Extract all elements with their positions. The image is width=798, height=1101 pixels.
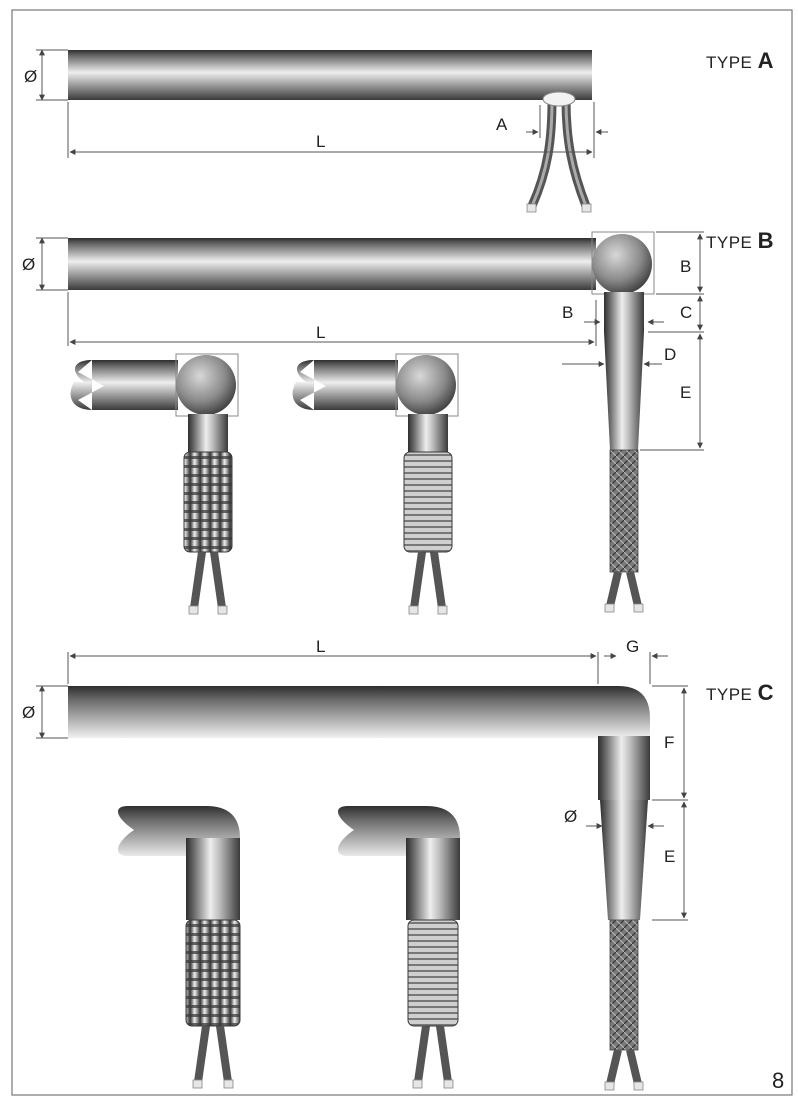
- type-b-length-label: L: [316, 323, 325, 342]
- type-b-diameter-label: Ø: [22, 255, 35, 274]
- page-number: 8: [772, 1068, 784, 1093]
- type-b-heater: [68, 231, 655, 613]
- type-b-tube: [68, 238, 596, 290]
- ribbed-armour-hose: [183, 451, 233, 553]
- type-a-dimensions: [36, 49, 608, 158]
- type-c-braided-hose: [609, 919, 639, 1051]
- type-a-title: TYPE A: [706, 48, 774, 73]
- type-a-heater: [68, 50, 592, 213]
- type-c-dim-e-label: E: [664, 847, 675, 866]
- type-a-tube: [68, 50, 592, 100]
- type-c-ribbed-armour-hose: [185, 919, 241, 1027]
- type-b-dim-d-label: D: [664, 345, 676, 364]
- type-b-tapered-sleeve: [604, 332, 644, 450]
- type-c-diameter-label: Ø: [22, 703, 35, 722]
- type-b-collar: [604, 292, 644, 332]
- type-b-dim-b-side-label: B: [562, 303, 573, 322]
- type-b-title: TYPE B: [706, 228, 774, 253]
- type-c-diameter-small-label: Ø: [564, 807, 577, 826]
- type-b-dim-e-label: E: [680, 383, 691, 402]
- fine-variant-elbow-ball: [396, 355, 456, 415]
- type-b-variant-fine-armour: [292, 353, 459, 615]
- type-c-fine-armour-hose: [407, 919, 459, 1027]
- type-c-dim-f-label: F: [664, 733, 674, 752]
- type-b-variant-ribbed-armour: [70, 353, 239, 615]
- type-a-lead-exit: [542, 91, 576, 107]
- type-b-elbow-ball: [592, 234, 652, 294]
- type-c-variant-ribbed-armour: [117, 806, 241, 1089]
- type-b-dim-b-label: B: [680, 257, 691, 276]
- type-c-title: TYPE C: [706, 680, 774, 705]
- type-c-heater: [68, 686, 650, 1091]
- fine-armour-hose: [403, 451, 453, 553]
- page-frame: [11, 9, 793, 1096]
- type-b-dim-c-label: C: [680, 303, 692, 322]
- type-c-dim-g-label: G: [626, 637, 639, 656]
- type-c-variant-fine-armour: [337, 806, 460, 1089]
- type-b-dimensions: [36, 231, 704, 451]
- type-b-braided-hose: [609, 449, 639, 573]
- ribbed-variant-elbow-ball: [176, 355, 236, 415]
- type-a-length-label: L: [316, 132, 325, 151]
- type-c-length-label: L: [316, 637, 325, 656]
- type-a-diameter-label: Ø: [24, 67, 37, 86]
- type-c-bend-leg: [598, 736, 650, 800]
- type-a-dim-a-label: A: [496, 115, 508, 134]
- type-c-bent-tube: [68, 686, 650, 800]
- type-c-tapered-sleeve: [600, 800, 648, 920]
- type-c-dimensions: [36, 652, 688, 921]
